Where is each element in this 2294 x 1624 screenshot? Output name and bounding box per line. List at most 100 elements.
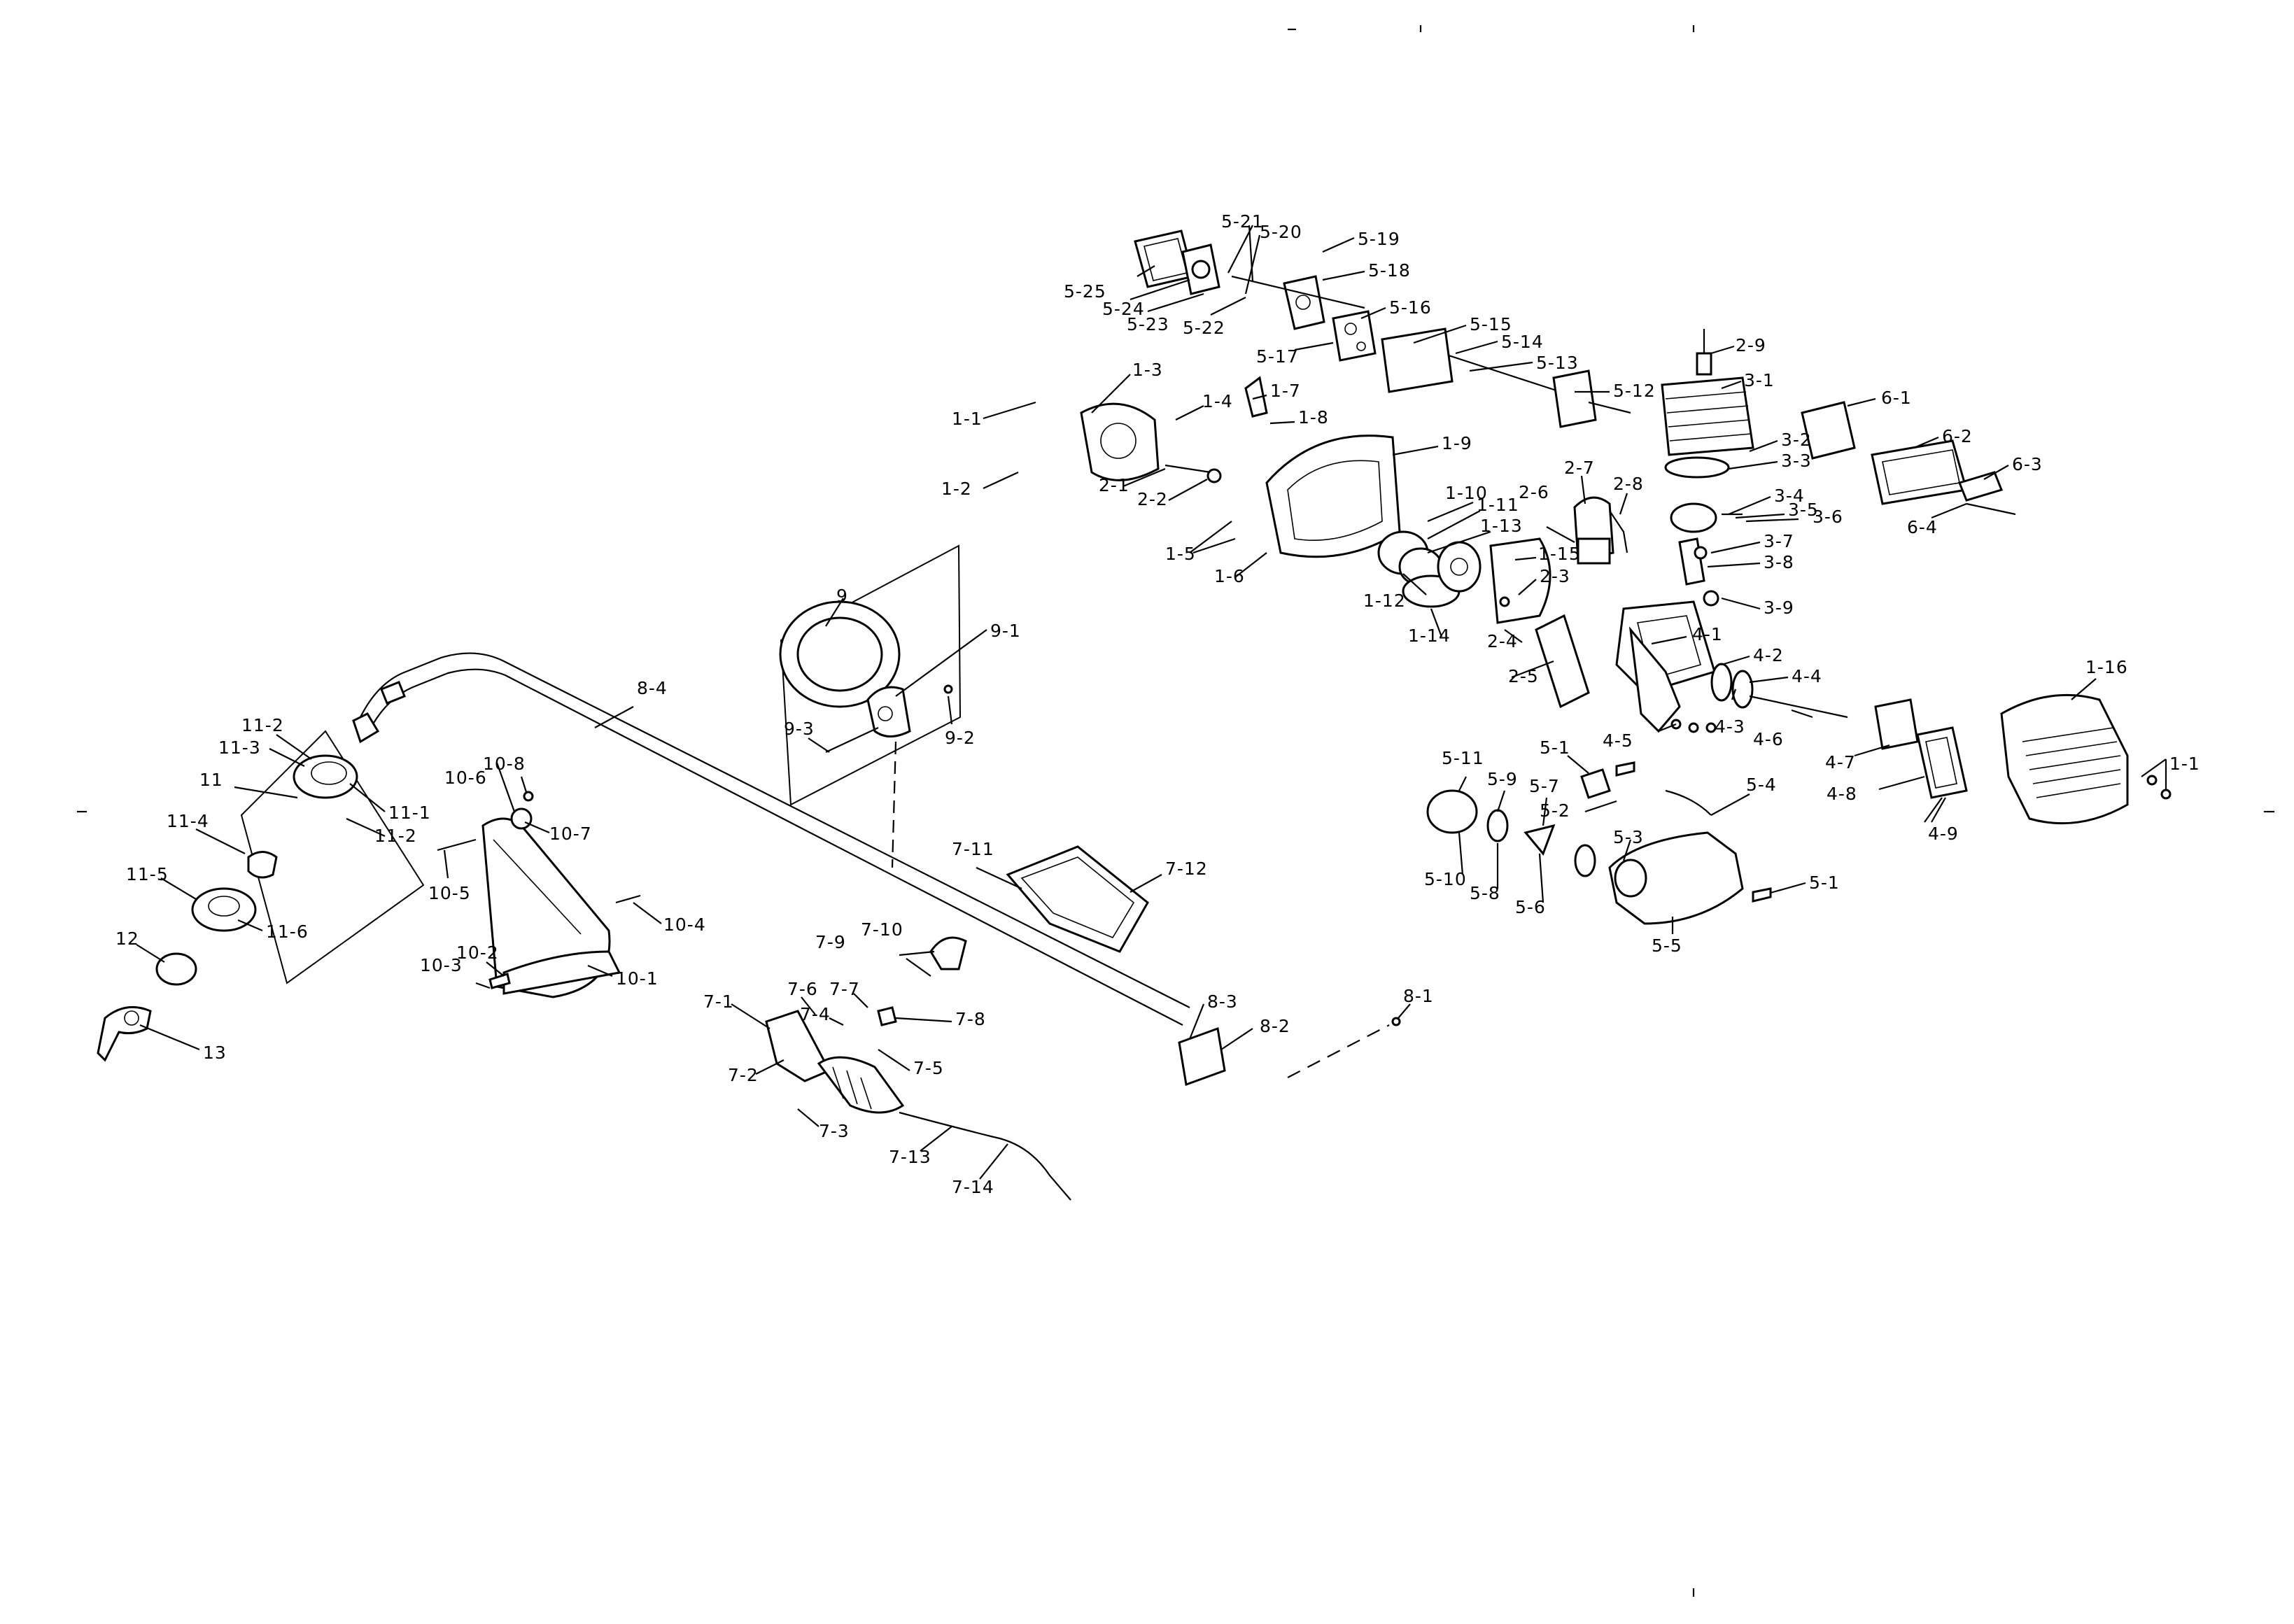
part-labels: 5-21 5-20 5-19 5-18 5-25 5-24 5-23 5-22 … (115, 211, 2200, 1197)
label-11-5: 11-5 (126, 864, 169, 884)
label-3-3: 3-3 (1781, 451, 1812, 471)
label-4-6: 4-6 (1753, 729, 1784, 749)
label-4-9: 4-9 (1928, 824, 1959, 844)
label-5-16: 5-16 (1389, 297, 1432, 318)
label-5-10: 5-10 (1424, 869, 1467, 889)
leader-lines (136, 225, 2167, 1180)
label-1-1: 1-1 (952, 409, 983, 429)
label-2-6: 2-6 (1519, 482, 1549, 502)
label-5-14: 5-14 (1501, 332, 1544, 352)
label-3-7: 3-7 (1764, 531, 1794, 551)
label-5-3: 5-3 (1613, 827, 1644, 847)
label-5-8: 5-8 (1470, 883, 1500, 903)
label-1-7: 1-7 (1270, 381, 1301, 401)
crankcase-assembly (1535, 496, 1968, 799)
label-4-1: 4-1 (1692, 624, 1723, 644)
label-11-3: 11-3 (218, 737, 261, 758)
label-2-7: 2-7 (1564, 458, 1595, 478)
label-2-8: 2-8 (1613, 474, 1644, 494)
label-7-11: 7-11 (952, 839, 994, 859)
label-2-9: 2-9 (1736, 335, 1766, 355)
label-7-14: 7-14 (952, 1177, 994, 1197)
trimmer-head-assembly (97, 730, 425, 1062)
handle-assembly (779, 544, 962, 868)
label-5-15: 5-15 (1470, 314, 1512, 334)
label-12: 12 (115, 928, 139, 949)
label-1-6: 1-6 (1214, 566, 1245, 586)
label-7-12: 7-12 (1165, 859, 1208, 879)
label-13: 13 (203, 1043, 227, 1063)
label-10-4: 10-4 (663, 915, 706, 935)
label-7-7: 7-7 (829, 979, 860, 999)
label-7-2: 7-2 (728, 1065, 759, 1085)
label-11-2-right: 11-2 (374, 826, 417, 846)
label-10-8: 10-8 (483, 754, 526, 774)
label-7-10: 7-10 (861, 919, 903, 940)
label-5-18: 5-18 (1368, 260, 1411, 281)
label-4-4: 4-4 (1792, 666, 1822, 686)
label-1-15: 1-15 (1538, 544, 1581, 564)
label-11: 11 (199, 770, 223, 790)
label-2-5: 2-5 (1508, 666, 1539, 686)
label-2-1: 2-1 (1099, 475, 1130, 495)
label-11-6: 11-6 (266, 922, 309, 942)
label-3-9: 3-9 (1764, 598, 1794, 618)
label-5-11: 5-11 (1442, 748, 1484, 768)
label-7-3: 7-3 (819, 1121, 850, 1141)
label-1-10: 1-10 (1445, 483, 1488, 503)
label-7-9: 7-9 (815, 932, 846, 952)
label-7-1: 7-1 (703, 991, 734, 1012)
label-5-23: 5-23 (1127, 314, 1169, 334)
label-8-1: 8-1 (1403, 986, 1434, 1006)
label-5-7: 5-7 (1529, 776, 1560, 796)
label-9-2: 9-2 (945, 728, 976, 748)
label-7-13: 7-13 (889, 1147, 931, 1167)
label-5-21: 5-21 (1221, 211, 1264, 232)
label-4-7: 4-7 (1825, 752, 1856, 772)
label-7-5: 7-5 (913, 1058, 944, 1078)
label-2-3: 2-3 (1540, 566, 1570, 586)
label-7-4: 7-4 (800, 1004, 831, 1024)
label-6-3: 6-3 (2012, 454, 2043, 474)
label-10-1: 10-1 (616, 968, 659, 989)
muffler-assembly (1801, 401, 2016, 516)
label-3-6: 3-6 (1813, 507, 1843, 527)
label-10-3: 10-3 (420, 955, 463, 975)
label-5-6: 5-6 (1515, 897, 1546, 917)
label-8-4: 8-4 (637, 678, 668, 698)
label-1-14: 1-14 (1408, 626, 1451, 646)
drive-shaft-tube (352, 652, 1401, 1087)
air-filter-assembly (1134, 230, 1631, 428)
label-10-5: 10-5 (428, 883, 471, 903)
fuel-tank-assembly (1426, 761, 1772, 925)
label-4-5: 4-5 (1603, 730, 1633, 751)
label-1-12: 1-12 (1363, 591, 1406, 611)
label-5-20: 5-20 (1260, 222, 1302, 242)
label-10-6: 10-6 (444, 768, 487, 788)
label-1-8: 1-8 (1298, 407, 1329, 428)
label-1-4: 1-4 (1202, 391, 1233, 411)
label-3-2: 3-2 (1781, 430, 1812, 450)
label-7-6: 7-6 (787, 979, 818, 999)
label-1-5: 1-5 (1165, 544, 1196, 564)
label-8-2: 8-2 (1260, 1016, 1290, 1036)
label-5-24: 5-24 (1102, 299, 1145, 319)
label-10-2: 10-2 (456, 942, 499, 963)
label-1-9: 1-9 (1442, 433, 1472, 453)
guard-assembly (437, 791, 641, 998)
label-3-5: 3-5 (1788, 500, 1819, 520)
cylinder-assembly (1661, 329, 1754, 607)
label-3-4: 3-4 (1774, 486, 1805, 506)
crop-marks (77, 25, 2274, 1597)
label-3-8: 3-8 (1764, 552, 1794, 572)
label-9: 9 (836, 586, 848, 606)
label-5-4: 5-4 (1746, 775, 1777, 795)
label-5-9: 5-9 (1487, 769, 1518, 789)
label-1-1-cover: 1-1 (2169, 754, 2200, 774)
label-9-1: 9-1 (990, 621, 1021, 641)
parts-drawing (97, 230, 2172, 1201)
label-6-2: 6-2 (1942, 426, 1973, 446)
label-1-3: 1-3 (1132, 360, 1163, 380)
label-5-22: 5-22 (1183, 318, 1225, 338)
